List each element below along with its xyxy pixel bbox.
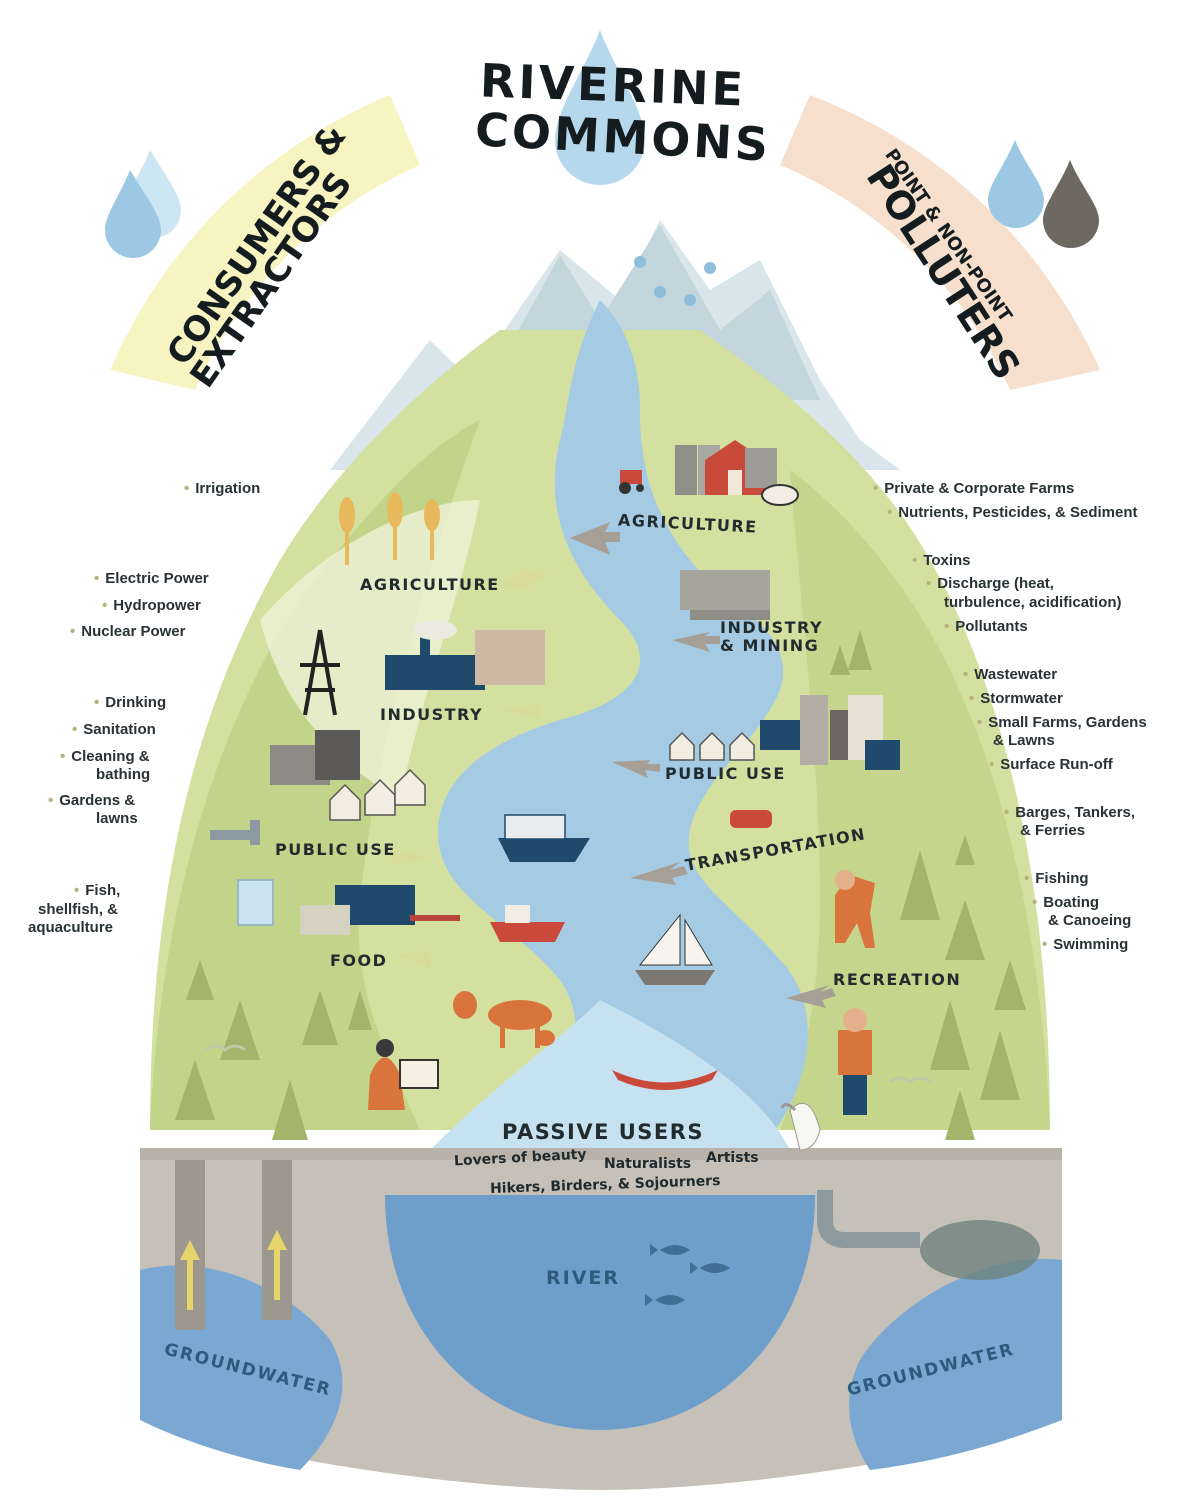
bullet-nutrients: Nutrients, Pesticides, & Sediment bbox=[887, 504, 1137, 522]
label-industry-left: INDUSTRY bbox=[380, 705, 484, 724]
factory-blue bbox=[385, 655, 485, 690]
houses-left bbox=[329, 768, 426, 821]
bullet-electric-power: Electric Power bbox=[94, 570, 208, 588]
canoe-icon bbox=[612, 1070, 718, 1090]
ferry-boat-icon bbox=[498, 838, 590, 862]
bird-icon bbox=[889, 1076, 931, 1084]
dock bbox=[410, 915, 460, 921]
bullet-hydropower: Hydropower bbox=[102, 597, 201, 615]
polluters-arc-band bbox=[780, 95, 1100, 390]
outfall-pipe bbox=[817, 1190, 920, 1248]
label-food: FOOD bbox=[330, 951, 388, 970]
silo bbox=[675, 445, 697, 495]
fish-icon bbox=[645, 1294, 685, 1306]
bullet-gardens: Gardens & bbox=[48, 792, 135, 810]
bullet-wastewater: Wastewater bbox=[963, 666, 1057, 684]
bullet-ferries: & Ferries bbox=[1020, 822, 1086, 839]
bullet-barges: Barges, Tankers, bbox=[1004, 804, 1135, 822]
well-arrow-left-icon bbox=[180, 1240, 200, 1310]
label-agriculture-left: AGRICULTURE bbox=[360, 575, 500, 594]
tanker-boat-icon bbox=[490, 922, 565, 942]
label-public-use-left: PUBLIC USE bbox=[275, 840, 396, 859]
passive-naturalists: Naturalists bbox=[604, 1156, 692, 1172]
river-mouth bbox=[430, 1000, 790, 1150]
factory-right bbox=[680, 570, 770, 610]
city-right bbox=[669, 695, 900, 770]
right-drop-grey-icon bbox=[1043, 160, 1099, 248]
tree-icons bbox=[175, 630, 1026, 1140]
label-recreation: RECREATION bbox=[833, 970, 962, 989]
bird-icon bbox=[204, 1044, 246, 1052]
bullet-drinking: Drinking bbox=[94, 694, 166, 712]
bullet-lawns: lawns bbox=[96, 810, 138, 827]
bullet-toxins: Toxins bbox=[912, 552, 970, 570]
label-river: RIVER bbox=[546, 1267, 621, 1289]
consumers-arc-band bbox=[110, 95, 420, 390]
fish-icon bbox=[650, 1244, 690, 1256]
fish-icon bbox=[690, 1262, 730, 1274]
bullet-shellfish: shellfish, & bbox=[38, 901, 119, 918]
left-drop-icon bbox=[105, 170, 161, 258]
bullet-sanitation: Sanitation bbox=[72, 721, 156, 739]
factory-tan bbox=[475, 630, 545, 685]
bullet-run-off: Surface Run-off bbox=[989, 756, 1113, 774]
title-drop-icon bbox=[555, 30, 645, 185]
consume-arrows bbox=[390, 568, 548, 968]
tractor bbox=[620, 470, 642, 484]
bullet-discharge: Discharge (heat, bbox=[926, 575, 1054, 593]
bullet-bathing: bathing bbox=[96, 766, 151, 783]
bullet-aquaculture: aquaculture bbox=[28, 919, 114, 936]
bullet-cleaning: Cleaning & bbox=[60, 748, 149, 766]
hiker-figure bbox=[835, 875, 875, 948]
bullet-stormwater: Stormwater bbox=[969, 690, 1063, 708]
flow-arrows bbox=[570, 522, 836, 1008]
bullet-fish: Fish, bbox=[74, 882, 120, 900]
passive-users-title: PASSIVE USERS bbox=[502, 1120, 705, 1144]
faucet-icon bbox=[210, 820, 260, 845]
bullet-canoeing: & Canoeing bbox=[1048, 912, 1132, 929]
bullet-swimming: Swimming bbox=[1042, 936, 1128, 954]
light-glow bbox=[260, 500, 480, 800]
bullet-irrigation: Irrigation bbox=[184, 480, 260, 498]
water-glass-icon bbox=[237, 879, 274, 926]
label-mining-right: & MINING bbox=[720, 636, 820, 655]
painter-figure bbox=[368, 1057, 405, 1110]
river-pool bbox=[385, 1195, 815, 1430]
power-pylon-icon bbox=[300, 629, 340, 716]
deer-icon bbox=[453, 991, 555, 1048]
bullet-turbulence: turbulence, acidification) bbox=[944, 594, 1122, 611]
red-car-icon bbox=[730, 810, 772, 828]
sailboat-icon bbox=[638, 913, 681, 966]
wheat-icons bbox=[339, 492, 440, 565]
bullet-nuclear-power: Nuclear Power bbox=[70, 623, 185, 641]
bullet-fishing: Fishing bbox=[1024, 870, 1088, 888]
egret-icon bbox=[789, 1102, 821, 1151]
birder-figure bbox=[838, 1030, 872, 1075]
groundwater-right bbox=[849, 1258, 1062, 1470]
factory-chimney bbox=[420, 630, 430, 660]
bullet-pollutants: Pollutants bbox=[944, 618, 1028, 636]
right-drop-blue-icon bbox=[988, 140, 1044, 228]
right-hillside bbox=[780, 470, 1050, 1130]
passive-artists: Artists bbox=[706, 1150, 759, 1166]
bullet-lawns-right: & Lawns bbox=[993, 732, 1055, 749]
label-public-use-right: PUBLIC USE bbox=[665, 764, 786, 783]
cow bbox=[761, 484, 799, 506]
well-arrow-right-icon bbox=[267, 1230, 287, 1300]
bullet-small-farms: Small Farms, Gardens bbox=[977, 714, 1146, 732]
bullet-private-farms: Private & Corporate Farms bbox=[873, 480, 1074, 498]
pollution-plume bbox=[920, 1220, 1040, 1280]
easel-icon bbox=[399, 1059, 439, 1089]
soil-top-edge bbox=[140, 1148, 1062, 1160]
barn-shed bbox=[745, 448, 777, 488]
bullet-boating: Boating bbox=[1032, 894, 1099, 912]
label-industry-right: INDUSTRY bbox=[720, 618, 824, 637]
